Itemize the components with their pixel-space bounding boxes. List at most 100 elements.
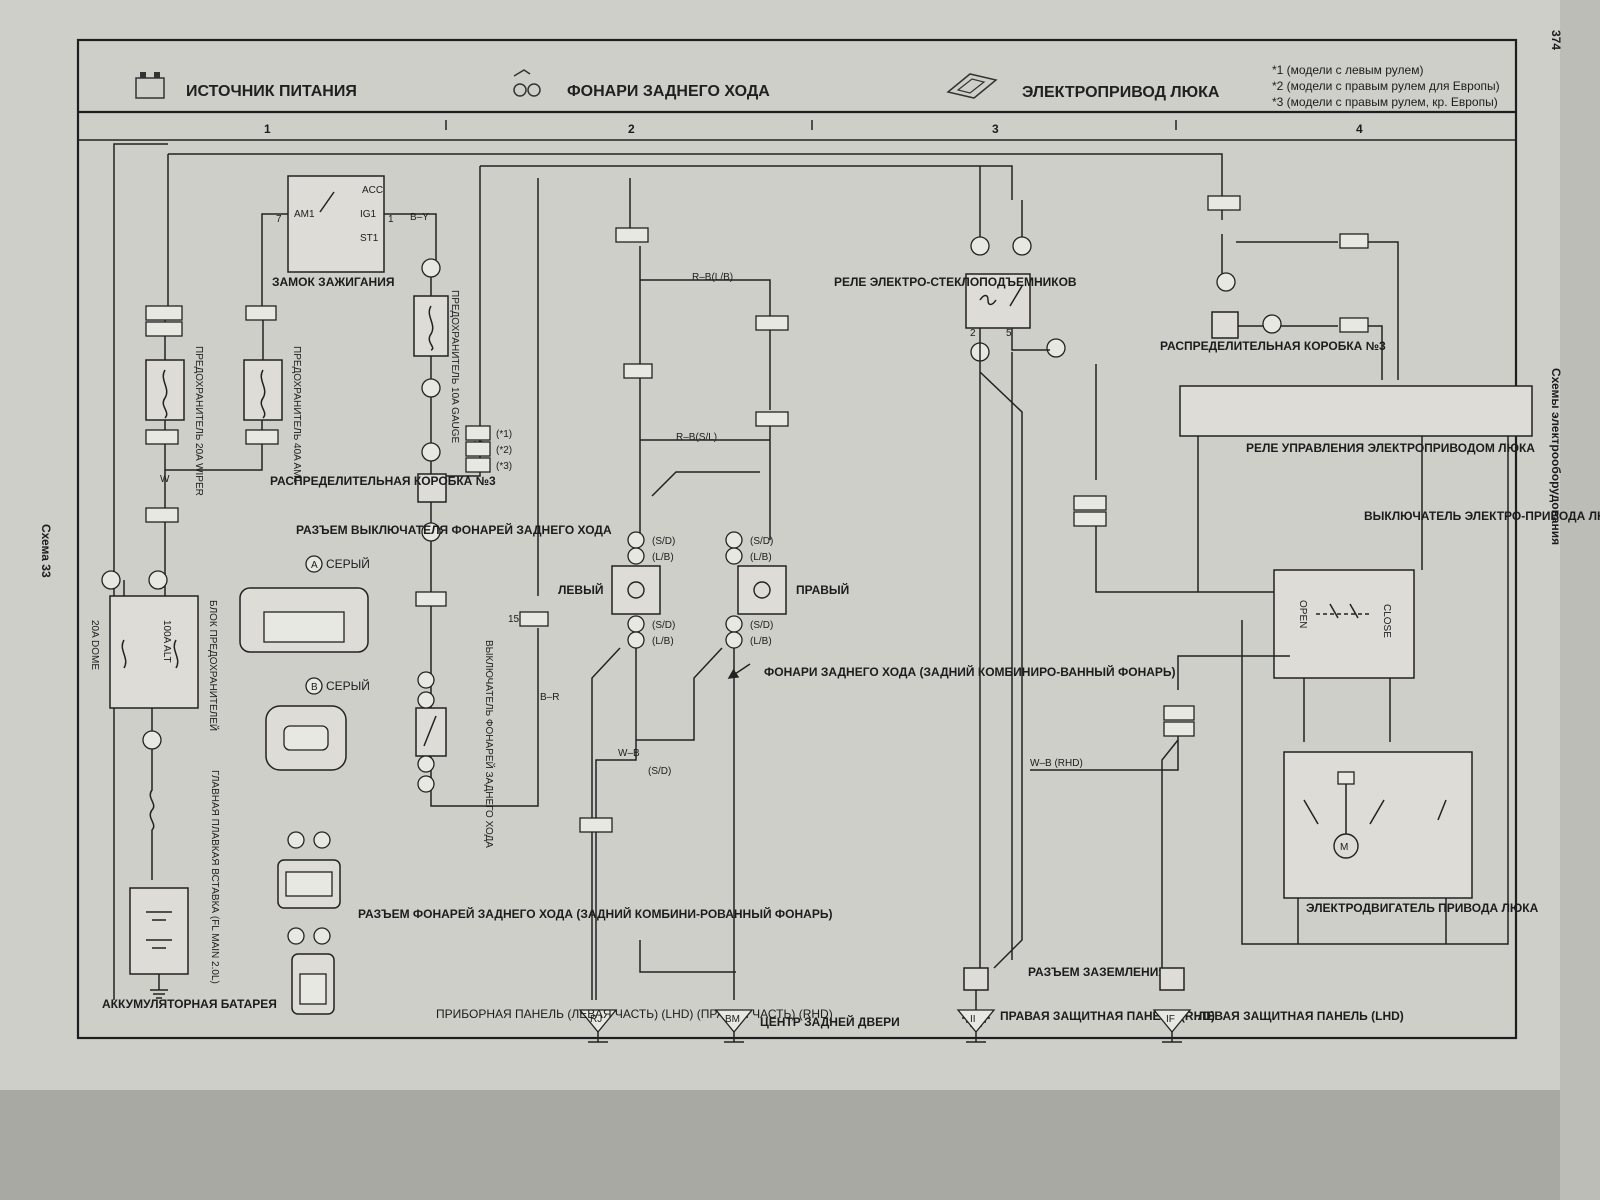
svg-text:B–R: B–R — [540, 692, 559, 703]
ign-acc: ACC — [362, 185, 383, 196]
sunroof-motor — [1283, 751, 1473, 899]
svg-text:15: 15 — [508, 614, 520, 625]
sunroof-section: РАСПРЕДЕЛИТЕЛЬНАЯ КОРОБКА №3 РЕЛЕ УПРАВЛ… — [1030, 195, 1600, 991]
column-1: 1 — [264, 122, 271, 136]
backup-switch — [415, 707, 447, 757]
junction-box-3-right — [1211, 311, 1239, 339]
ground-ii-code: II — [970, 1014, 976, 1025]
ground-connector-b — [1159, 967, 1185, 991]
fuse-wiper-label: ПРЕДОХРАНИТЕЛЬ 20A WIPER — [193, 346, 204, 496]
svg-text:5: 5 — [1006, 328, 1012, 339]
svg-text:2: 2 — [970, 328, 976, 339]
svg-text:(*1): (*1) — [496, 429, 512, 440]
tail-lamp-icon — [513, 69, 541, 97]
svg-text:(S/D): (S/D) — [750, 620, 773, 631]
lamp-right-label: ПРАВЫЙ — [796, 582, 849, 597]
section-power: ИСТОЧНИК ПИТАНИЯ — [186, 83, 357, 100]
sunroof-switch — [1273, 569, 1415, 679]
svg-text:(L/B): (L/B) — [750, 552, 772, 563]
battery-label: АККУМУЛЯТОРНАЯ БАТАРЕЯ — [102, 997, 277, 1011]
switch-connector-label: РАЗЪЕМ ВЫКЛЮЧАТЕЛЯ ФОНАРЕЙ ЗАДНЕГО ХОДА — [296, 522, 612, 537]
svg-text:(*2): (*2) — [496, 445, 512, 456]
svg-text:(S/D): (S/D) — [750, 536, 773, 547]
svg-text:7: 7 — [276, 214, 282, 225]
book-title: Схемы электрооборудования — [1549, 368, 1563, 545]
svg-text:M: M — [1340, 842, 1348, 853]
svg-text:B–Y: B–Y — [410, 212, 429, 223]
ign-st1: ST1 — [360, 233, 379, 244]
fuse-alt-label: 100A ALT — [161, 620, 172, 663]
ground-connector-label: РАЗЪЕМ ЗАЗЕМЛЕНИЯ — [1028, 965, 1167, 979]
ground-if-label: ЛЕВАЯ ЗАЩИТНАЯ ПАНЕЛЬ (LHD) — [1198, 1009, 1404, 1023]
jbox3-left-label: РАСПРЕДЕЛИТЕЛЬНАЯ КОРОБКА №3 — [270, 474, 496, 488]
column-3: 3 — [992, 122, 999, 136]
page-spine — [1560, 0, 1600, 1200]
window-relay-label: РЕЛЕ ЭЛЕКТРО-СТЕКЛОПОДЪЕМНИКОВ — [834, 275, 1077, 289]
svg-text:(L/B): (L/B) — [652, 552, 674, 563]
window-relay-section: РЕЛЕ ЭЛЕКТРО-СТЕКЛОПОДЪЕМНИКОВ 2 5 РАЗЪЕМ… — [834, 166, 1167, 1027]
svg-text:R–B(L/B): R–B(L/B) — [692, 272, 733, 283]
switch-open-label: OPEN — [1297, 600, 1308, 628]
ign-am1: AM1 — [294, 209, 315, 220]
ground-connector-a — [963, 967, 989, 991]
page-number: 374 — [1549, 30, 1563, 50]
ground-bm-code: BM — [725, 1014, 740, 1025]
switch-close-label: CLOSE — [1381, 604, 1392, 638]
junction-box-3-left — [417, 473, 447, 503]
sunroof-switch-label: ВЫКЛЮЧАТЕЛЬ ЭЛЕКТРО-ПРИВОДА ЛЮКА — [1364, 509, 1600, 523]
column-numbers: 1 2 3 4 — [264, 120, 1363, 136]
connector-a-color: СЕРЫЙ — [326, 556, 370, 571]
fuse-am1-label: ПРЕДОХРАНИТЕЛЬ 40A AM1 — [291, 346, 302, 484]
sunroof-relay — [1179, 385, 1533, 437]
ground-if-code: IF — [1166, 1014, 1175, 1025]
battery-icon — [135, 72, 165, 99]
ignition-label: ЗАМОК ЗАЖИГАНИЯ — [272, 275, 394, 289]
motor-label: ЭЛЕКТРОДВИГАТЕЛЬ ПРИВОДА ЛЮКА — [1306, 901, 1539, 915]
svg-text:1: 1 — [388, 214, 394, 225]
svg-text:(L/B): (L/B) — [750, 636, 772, 647]
fuse-dome-label: 20A DOME — [89, 620, 100, 670]
sunroof-icon — [946, 73, 998, 99]
column-2: 2 — [628, 122, 635, 136]
note-1: *1 (модели с левым рулем) — [1272, 63, 1423, 77]
backup-switch-section: ПРЕДОХРАНИТЕЛЬ 10A GAUGE РАСПРЕДЕЛИТЕЛЬН… — [239, 165, 1013, 1015]
svg-text:W–B (RHD): W–B (RHD) — [1030, 758, 1083, 769]
lamp-left — [611, 565, 661, 615]
note-3: *3 (модели с правым рулем, кр. Европы) — [1272, 95, 1498, 109]
backup-switch-label: ВЫКЛЮЧАТЕЛЬ ФОНАРЕЙ ЗАДНЕГО ХОДА — [483, 640, 496, 848]
connector-b-color: СЕРЫЙ — [326, 678, 370, 693]
ground-bm: BM ЦЕНТР ЗАДНЕЙ ДВЕРИ — [714, 1009, 900, 1043]
svg-text:(L/B): (L/B) — [652, 636, 674, 647]
fuse-block-label: БЛОК ПРЕДОХРАНИТЕЛЕЙ — [207, 600, 220, 731]
ign-ig1: IG1 — [360, 209, 377, 220]
note-2: *2 (модели с правым рулем для Европы) — [1272, 79, 1500, 93]
diagram-frame — [76, 38, 1518, 1040]
lamps-label: ФОНАРИ ЗАДНЕГО ХОДА (ЗАДНИЙ КОМБИНИРО-ВА… — [764, 664, 1176, 679]
svg-text:(S/D): (S/D) — [648, 766, 671, 777]
svg-text:B: B — [311, 682, 318, 693]
sunroof-relay-label: РЕЛЕ УПРАВЛЕНИЯ ЭЛЕКТРОПРИВОДОМ ЛЮКА — [1246, 441, 1535, 455]
ground-bm-label: ЦЕНТР ЗАДНЕЙ ДВЕРИ — [760, 1014, 900, 1029]
svg-text:W–B: W–B — [618, 748, 640, 759]
column-4: 4 — [1356, 122, 1363, 136]
fuse-gauge-label: ПРЕДОХРАНИТЕЛЬ 10A GAUGE — [449, 290, 460, 444]
ground-if: IF ЛЕВАЯ ЗАЩИТНАЯ ПАНЕЛЬ (LHD) — [1152, 1009, 1404, 1043]
window-relay — [965, 273, 1031, 329]
lamp-right — [737, 565, 787, 615]
section-backup-lamps: ФОНАРИ ЗАДНЕГО ХОДА — [567, 83, 770, 100]
svg-text:A: A — [311, 560, 318, 571]
fuse-block — [109, 595, 199, 709]
grounds: RJ ПРИБОРНАЯ ПАНЕЛЬ (ЛЕВАЯ ЧАСТЬ) (LHD) … — [436, 1007, 1404, 1043]
svg-text:(S/D): (S/D) — [652, 536, 675, 547]
main-fuse-label: ГЛАВНАЯ ПЛАВКАЯ ВСТАВКА (FL MAIN 2.0L) — [209, 770, 220, 984]
svg-text:(*3): (*3) — [496, 461, 512, 472]
svg-text:(S/D): (S/D) — [652, 620, 675, 631]
header: ИСТОЧНИК ПИТАНИЯ ФОНАРИ ЗАДНЕГО ХОДА ЭЛЕ… — [135, 63, 1500, 109]
lamp-left-label: ЛЕВЫЙ — [558, 582, 603, 597]
battery-symbol — [129, 887, 189, 975]
schema-label: Схема 33 — [39, 524, 53, 578]
page-bottom-shadow — [0, 1090, 1600, 1200]
lamp-connector-label: РАЗЪЕМ ФОНАРЕЙ ЗАДНЕГО ХОДА (ЗАДНИЙ КОМБ… — [358, 906, 832, 921]
